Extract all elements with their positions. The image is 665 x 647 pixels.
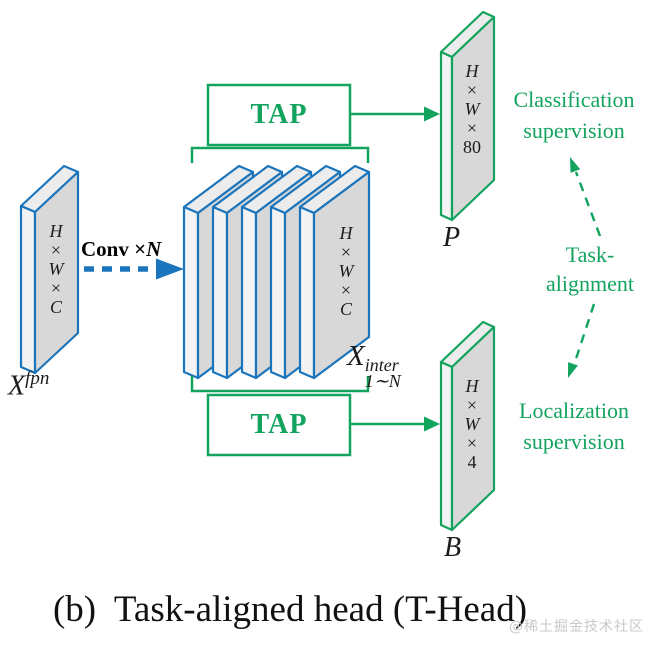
input-dims-label: H × W × C [48, 221, 64, 317]
input-var-label: Xfpn [8, 368, 50, 402]
inter-feature-stack [182, 164, 371, 380]
classification-dims-label: H × W × 80 [463, 61, 481, 157]
task-alignment-label: Task- alignment [546, 242, 634, 296]
conv-label: Conv ×N [81, 237, 162, 261]
watermark: @稀土掘金技术社区 [509, 619, 644, 635]
stack-bottom-bracket [190, 376, 370, 393]
stack-dims-label: H × W × C [338, 223, 354, 319]
localization-dims-label: H × W × 4 [464, 376, 480, 472]
stack-top-bracket [190, 146, 370, 163]
stack-slab-5 [298, 164, 371, 380]
classification-var-label: P [443, 222, 461, 253]
tap-top-box [206, 83, 352, 147]
classification-output-slab [439, 10, 496, 222]
tap-top-arrow [350, 106, 440, 122]
classification-supervision-label: Classification supervision [513, 87, 635, 143]
input-feature-slab [19, 164, 80, 375]
localization-var-label: B [444, 532, 462, 563]
figure-caption: (b) Task-aligned head (T-Head) [52, 589, 528, 630]
tap-bottom-arrow [350, 416, 440, 432]
task-alignment-down-arrow [568, 303, 596, 378]
task-alignment-up-arrow [570, 157, 602, 237]
tap-bottom-box [206, 393, 352, 457]
localization-output-slab [439, 320, 496, 532]
tap-top-label: TAP [250, 99, 308, 130]
localization-supervision-label: Localization supervision [519, 398, 629, 454]
conv-dashed-arrow [84, 258, 184, 280]
tap-bottom-label: TAP [250, 409, 308, 440]
